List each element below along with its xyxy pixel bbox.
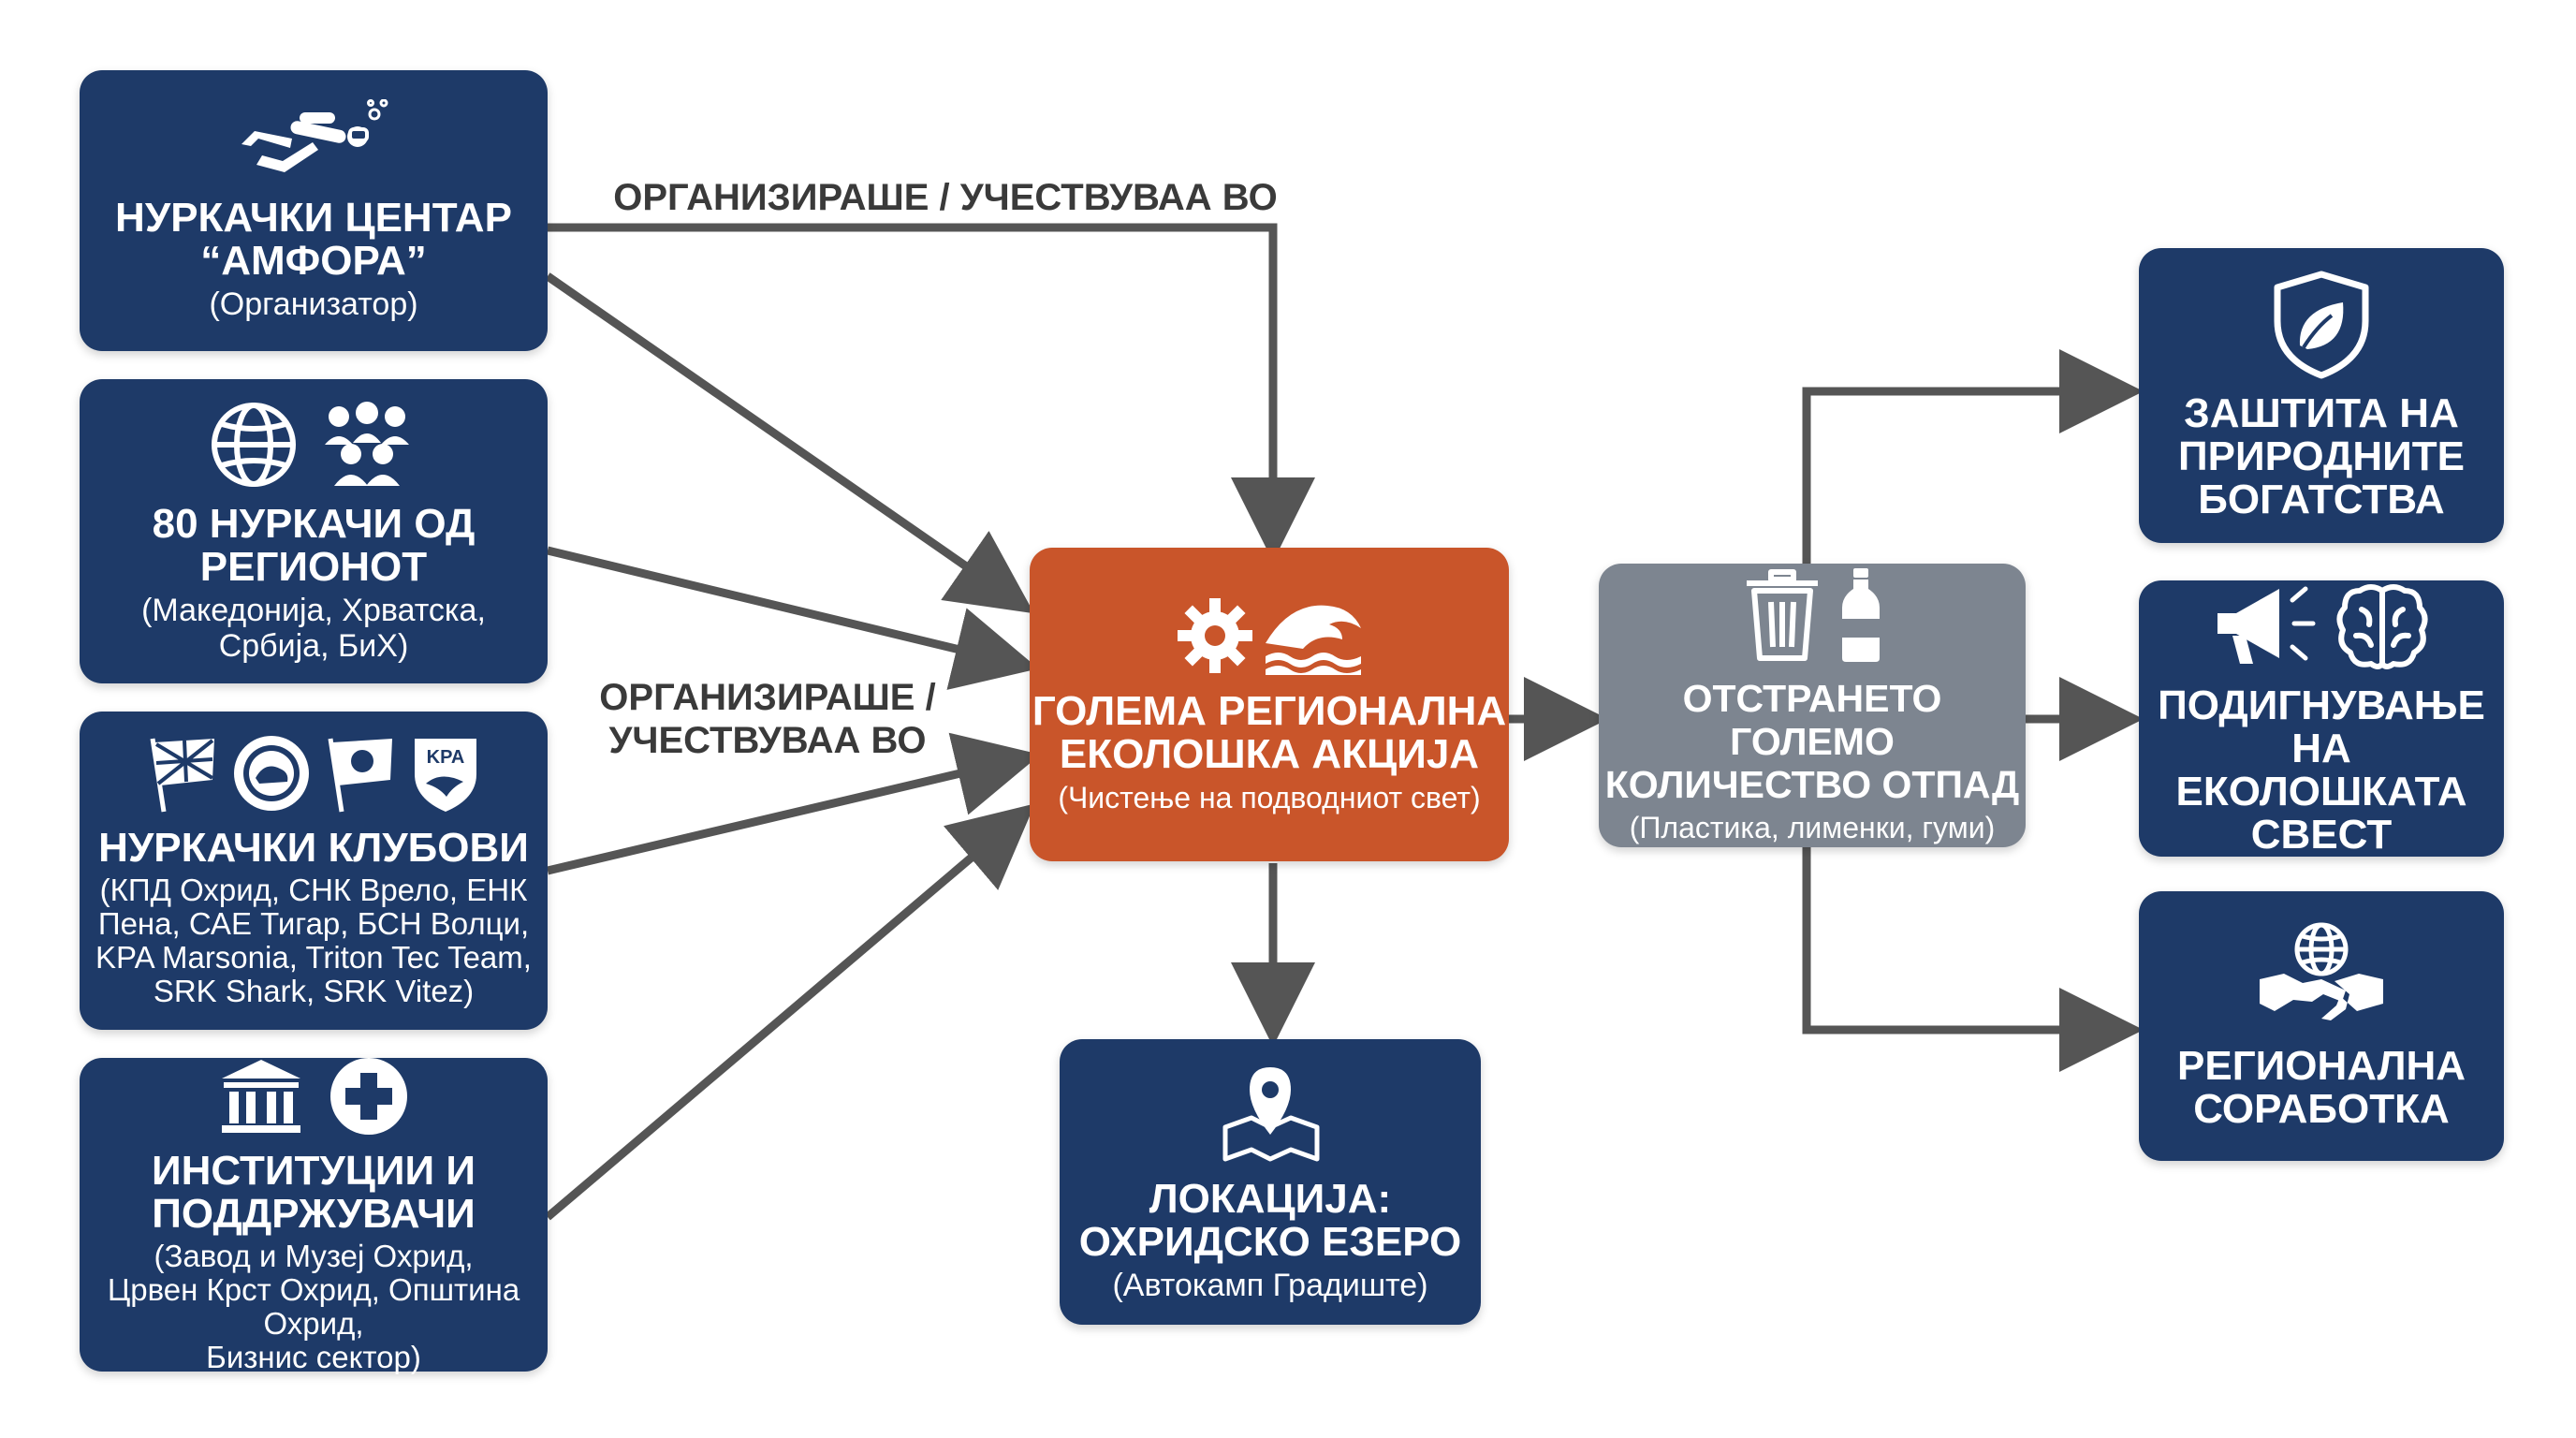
node-amfora-diving-center: НУРКАЧКИ ЦЕНТАР “АМФОРА” (Организатор): [80, 70, 548, 351]
node-icons: [234, 99, 393, 183]
people-group-icon: [325, 401, 409, 486]
connector-label-middle: ОРГАНИЗИРАШЕ / УЧЕСТВУВАА ВО: [599, 677, 936, 761]
flag-icon: [150, 738, 214, 813]
node-waste-removed: ОТСТРАНЕТО ГОЛЕМО КОЛИЧЕСТВО ОТПАД (Плас…: [1599, 564, 2026, 847]
club-seal-icon: [234, 736, 309, 811]
node-title: ИНСТИТУЦИИ И ПОДДРЖУВАЧИ: [151, 1147, 476, 1237]
node-subtitle: (Пластика, лименки, гуми): [1629, 810, 1996, 844]
node-subtitle: (Организатор): [209, 286, 418, 322]
wave-icon: [1266, 605, 1361, 675]
trash-bin-icon: [1747, 568, 1818, 661]
kpa-shield-text: KPA: [427, 747, 465, 768]
arrow-clubs-to-action: [546, 732, 1041, 875]
node-regional-eco-action: ГОЛЕМА РЕГИОНАЛНА ЕКОЛОШКА АКЦИЈА (Чисте…: [1030, 548, 1509, 861]
node-regional-cooperation: РЕГИОНАЛНА СОРАБОТКА: [2139, 891, 2504, 1161]
node-title: 80 НУРКАЧИ ОД РЕГИОНОТ: [152, 500, 476, 590]
node-title: ЛОКАЦИЈА: ОХРИДСКО ЕЗЕРО: [1078, 1175, 1462, 1265]
scuba-diver-icon: [242, 99, 388, 172]
node-subtitle: (Завод и Музеј Охрид, Црвен Крст Охрид, …: [107, 1238, 520, 1374]
node-icons: [1174, 594, 1365, 677]
node-institutions-supporters: ИНСТИТУЦИИ И ПОДДРЖУВАЧИ (Завод и Музеј …: [80, 1056, 548, 1374]
node-subtitle: (Македонија, Хрватска, Србија, БиХ): [141, 592, 486, 664]
node-icons: [2212, 581, 2431, 671]
node-title: НУРКАЧКИ КЛУБОВИ: [98, 825, 529, 871]
node-title: НУРКАЧКИ ЦЕНТАР “АМФОРА”: [115, 195, 512, 284]
kpa-shield-icon: KPA: [415, 739, 476, 812]
node-title: ОТСТРАНЕТО ГОЛЕМО КОЛИЧЕСТВО ОТПАД: [1604, 676, 2020, 806]
node-icons: [1214, 1062, 1326, 1165]
node-raise-eco-awareness: ПОДИГНУВАЊЕ НА ЕКОЛОШКАТА СВЕСТ: [2139, 580, 2504, 857]
arrow-divers-to-action: [546, 546, 1039, 690]
node-icons: [2256, 921, 2387, 1032]
node-icons: KPA: [145, 733, 482, 814]
connector-label-top: ОРГАНИЗИРАШЕ / УЧЕСТВУВАА ВО: [613, 177, 1278, 218]
node-title: ГОЛЕМА РЕГИОНАЛНА ЕКОЛОШКА АКЦИЈА: [1032, 687, 1507, 777]
handshake-globe-icon: [2260, 922, 2383, 1020]
node-location-ohrid-lake: ЛОКАЦИЈА: ОХРИДСКО ЕЗЕРО (Автокамп Гради…: [1060, 1039, 1481, 1325]
arrow-amfora-to-action-top: [548, 223, 1315, 562]
shield-leaf-icon: [2274, 271, 2369, 378]
node-icons: [2270, 271, 2373, 379]
arrow-institutions-to-action: [545, 803, 1035, 1221]
brain-icon: [2336, 583, 2428, 669]
node-title: ПОДИГНУВАЊЕ НА ЕКОЛОШКАТА СВЕСТ: [2158, 682, 2485, 858]
flag-icon: [328, 738, 392, 813]
node-diving-clubs: KPA НУРКАЧКИ КЛУБОВИ (КПД Охрид, СНК Вре…: [80, 712, 548, 1030]
node-subtitle: (Чистење на подводниот свет): [1058, 780, 1481, 814]
node-icons: [218, 1056, 409, 1137]
medical-cross-icon: [330, 1057, 407, 1135]
globe-icon: [212, 402, 296, 487]
node-icons: [209, 400, 418, 490]
map-pin-icon: [1222, 1066, 1320, 1161]
megaphone-icon: [2217, 586, 2316, 664]
node-protect-natural-resources: ЗАШТИТА НА ПРИРОДНИТЕ БОГАТСТВА: [2139, 248, 2504, 543]
node-icons: [1743, 566, 1881, 664]
node-title: РЕГИОНАЛНА СОРАБОТКА: [2177, 1043, 2466, 1132]
arrow-waste-to-cooperation: [1802, 847, 2144, 1072]
institution-building-icon: [222, 1059, 300, 1133]
bottle-icon: [1842, 567, 1880, 662]
node-subtitle: (Автокамп Градиште): [1112, 1267, 1428, 1303]
node-subtitle: (КПД Охрид, СНК Врело, ЕНК Пена, САЕ Тиг…: [95, 873, 532, 1008]
node-title: ЗАШТИТА НА ПРИРОДНИТЕ БОГАТСТВА: [2178, 389, 2465, 522]
node-regional-divers: 80 НУРКАЧИ ОД РЕГИОНОТ (Македонија, Хрва…: [80, 379, 548, 683]
gear-icon: [1178, 597, 1252, 673]
arrow-amfora-to-action: [545, 272, 1034, 614]
arrow-waste-to-nature: [1802, 349, 2144, 564]
